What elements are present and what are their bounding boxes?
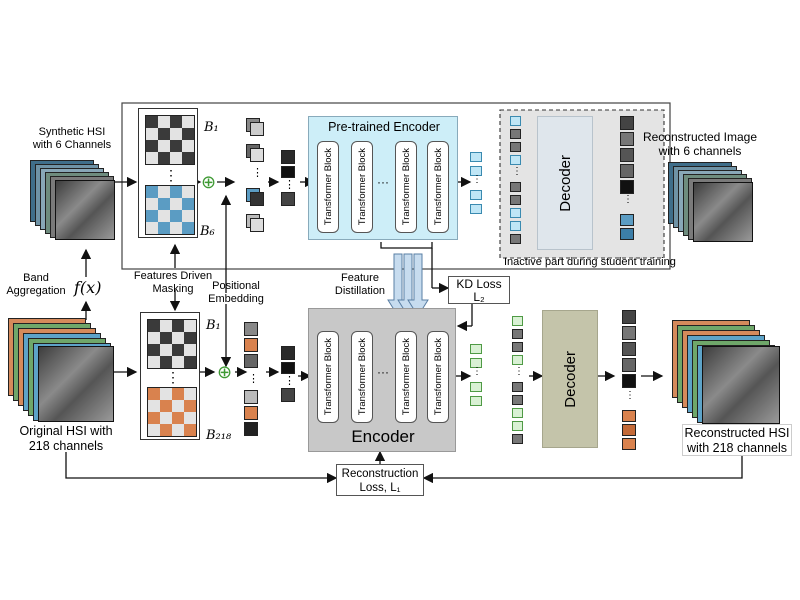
encoder-output-tokens-top: ⋮	[470, 152, 484, 222]
plus-icon-top: ⊕	[201, 172, 217, 192]
kd-loss-box: KD Loss L₂	[448, 276, 510, 304]
decoder-top: Decoder	[537, 116, 593, 250]
pretrained-encoder-box: Pre-trained Encoder Transformer Block Tr…	[308, 116, 458, 240]
features-driven-masking-label: Features Driven Masking	[133, 270, 213, 295]
decoded-tokens-bottom: ⋮	[622, 310, 638, 450]
transformer-block-bottom-3: Transformer Block	[395, 331, 417, 423]
reconstructed-hsi-label: Reconstructed HSI with 218 channels	[684, 426, 790, 455]
original-hsi-label: Original HSI with 218 channels	[19, 424, 113, 453]
full-token-column-bottom: ⋮	[512, 316, 526, 456]
masking-panel-top: ⋮	[138, 108, 198, 238]
full-token-column-top: ⋮	[510, 116, 524, 256]
reconstructed-image-label: Reconstructed Image with 6 channels	[642, 130, 758, 158]
encoder-output-tokens-bottom: ⋮	[470, 344, 484, 414]
encoder-box: Transformer Block Transformer Block ··· …	[308, 308, 456, 452]
plus-icon-bottom: ⊕	[217, 362, 233, 382]
masked-grid-b1-top	[145, 115, 195, 165]
transformer-block-top-3: Transformer Block	[395, 141, 417, 233]
kd-loss-label: KD Loss L₂	[456, 277, 502, 304]
transformer-block-bottom-4: Transformer Block	[427, 331, 449, 423]
reconstructed-image-stack	[668, 162, 758, 242]
patch-tokens-top: ⋮	[240, 118, 268, 246]
pretrained-encoder-title: Pre-trained Encoder	[328, 120, 440, 134]
band-aggregation-label: Band Aggregation	[6, 272, 66, 297]
masked-grid-b218	[147, 387, 197, 437]
horizontal-ellipsis-bottom: ···	[377, 365, 389, 379]
reconstructed-hsi-box: Reconstructed HSI with 218 channels	[682, 424, 792, 456]
vertical-ellipsis-bottom: ⋮	[166, 369, 180, 385]
transformer-block-bottom-1: Transformer Block	[317, 331, 339, 423]
b1-bottom-label: B₁	[206, 318, 221, 333]
f-x-label: f(x)	[74, 278, 102, 297]
positional-embedding-label: Positional Embedding	[208, 280, 264, 305]
decoder-bottom: Decoder	[542, 310, 598, 448]
transformer-block-bottom-2: Transformer Block	[351, 331, 373, 423]
decoded-tokens-top: ⋮	[620, 116, 636, 244]
b218-label: B₂₁₈	[206, 428, 232, 443]
b6-label: B₆	[200, 224, 215, 239]
encoder-title: Encoder	[351, 427, 415, 446]
selected-tokens-top: ⋮	[281, 150, 297, 210]
masked-grid-b1-bottom	[147, 319, 197, 369]
transformer-block-top-1: Transformer Block	[317, 141, 339, 233]
transformer-block-top-4: Transformer Block	[427, 141, 449, 233]
reconstruction-loss-label: Reconstruction Loss, L₁	[341, 468, 419, 494]
masked-grid-b6	[145, 185, 195, 235]
synthetic-hsi-stack	[30, 160, 116, 240]
b1-top-label: B₁	[204, 120, 219, 135]
masking-panel-bottom: ⋮	[140, 312, 200, 440]
feature-distillation-label: Feature Distillation	[334, 272, 386, 297]
selected-tokens-bottom: ⋮	[281, 346, 297, 406]
transformer-block-top-2: Transformer Block	[351, 141, 373, 233]
inactive-part-caption: Inactive part during student training	[504, 256, 676, 268]
reconstructed-hsi-stack	[672, 320, 784, 424]
reconstruction-loss-box: Reconstruction Loss, L₁	[336, 464, 424, 496]
synthetic-hsi-label: Synthetic HSI with 6 Channels	[32, 126, 112, 151]
vertical-ellipsis-top: ⋮	[164, 167, 178, 183]
horizontal-ellipsis-top: ···	[377, 175, 389, 189]
patch-tokens-bottom: ⋮	[240, 322, 268, 450]
original-hsi-stack	[8, 318, 116, 424]
